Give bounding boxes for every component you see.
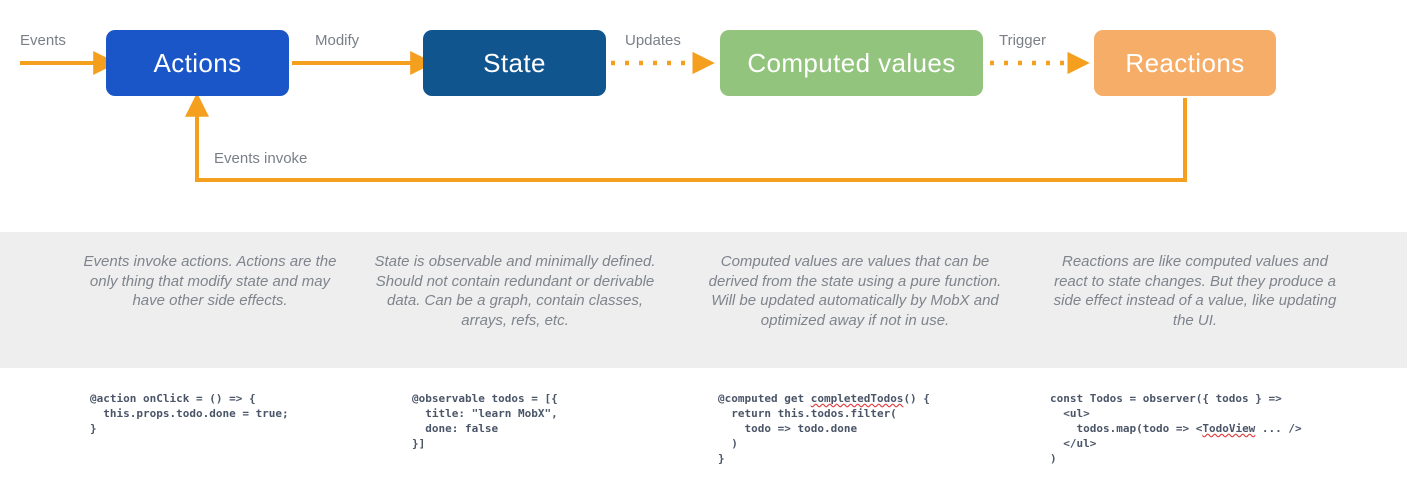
code-reactions-identifier: TodoView: [1202, 422, 1256, 435]
description-state: State is observable and minimally define…: [374, 253, 656, 329]
node-computed-values-label: Computed values: [747, 47, 956, 78]
code-snippet-actions: @action onClick = () => { this.props.tod…: [90, 392, 289, 435]
node-reactions[interactable]: Reactions: [1094, 30, 1276, 96]
flow-connectors: [20, 51, 1187, 182]
code-computed-prefix: @computed get: [718, 392, 811, 405]
description-reactions: Reactions are like computed values and r…: [1053, 253, 1337, 329]
arrow-events-invoke: [185, 92, 1187, 182]
description-actions: Events invoke actions. Actions are the o…: [83, 253, 337, 309]
edge-label-events: Events: [20, 32, 66, 49]
code-reactions-suffix: ... /> </ul> ): [1050, 422, 1302, 465]
code-computed-suffix: () { return this.todos.filter( todo => t…: [718, 392, 930, 465]
edge-label-trigger: Trigger: [999, 32, 1046, 49]
node-actions-label: Actions: [153, 47, 242, 78]
description-computed-values: Computed values are values that can be d…: [708, 253, 1002, 329]
edge-label-events-invoke: Events invoke: [214, 150, 308, 167]
flow-diagram: Actions State Computed values Reactions …: [0, 0, 1407, 232]
code-computed-identifier: completedTodos: [810, 392, 904, 405]
edge-label-modify: Modify: [315, 32, 360, 49]
code-snippet-computed-values: @computed get completedTodos() { return …: [718, 391, 930, 466]
node-reactions-label: Reactions: [1125, 47, 1245, 78]
code-snippets: @action onClick = () => { this.props.tod…: [0, 380, 1407, 483]
node-state[interactable]: State: [423, 30, 606, 96]
description-band: Events invoke actions. Actions are the o…: [0, 232, 1407, 368]
node-state-label: State: [483, 47, 546, 78]
code-snippet-reactions: const Todos = observer({ todos } => <ul>…: [1050, 391, 1302, 466]
code-snippet-state: @observable todos = [{ title: "learn Mob…: [412, 392, 558, 450]
code-reactions-prefix: const Todos = observer({ todos } => <ul>…: [1050, 392, 1282, 435]
edge-label-updates: Updates: [625, 32, 681, 49]
node-actions[interactable]: Actions: [106, 30, 289, 96]
node-computed-values[interactable]: Computed values: [720, 30, 983, 96]
